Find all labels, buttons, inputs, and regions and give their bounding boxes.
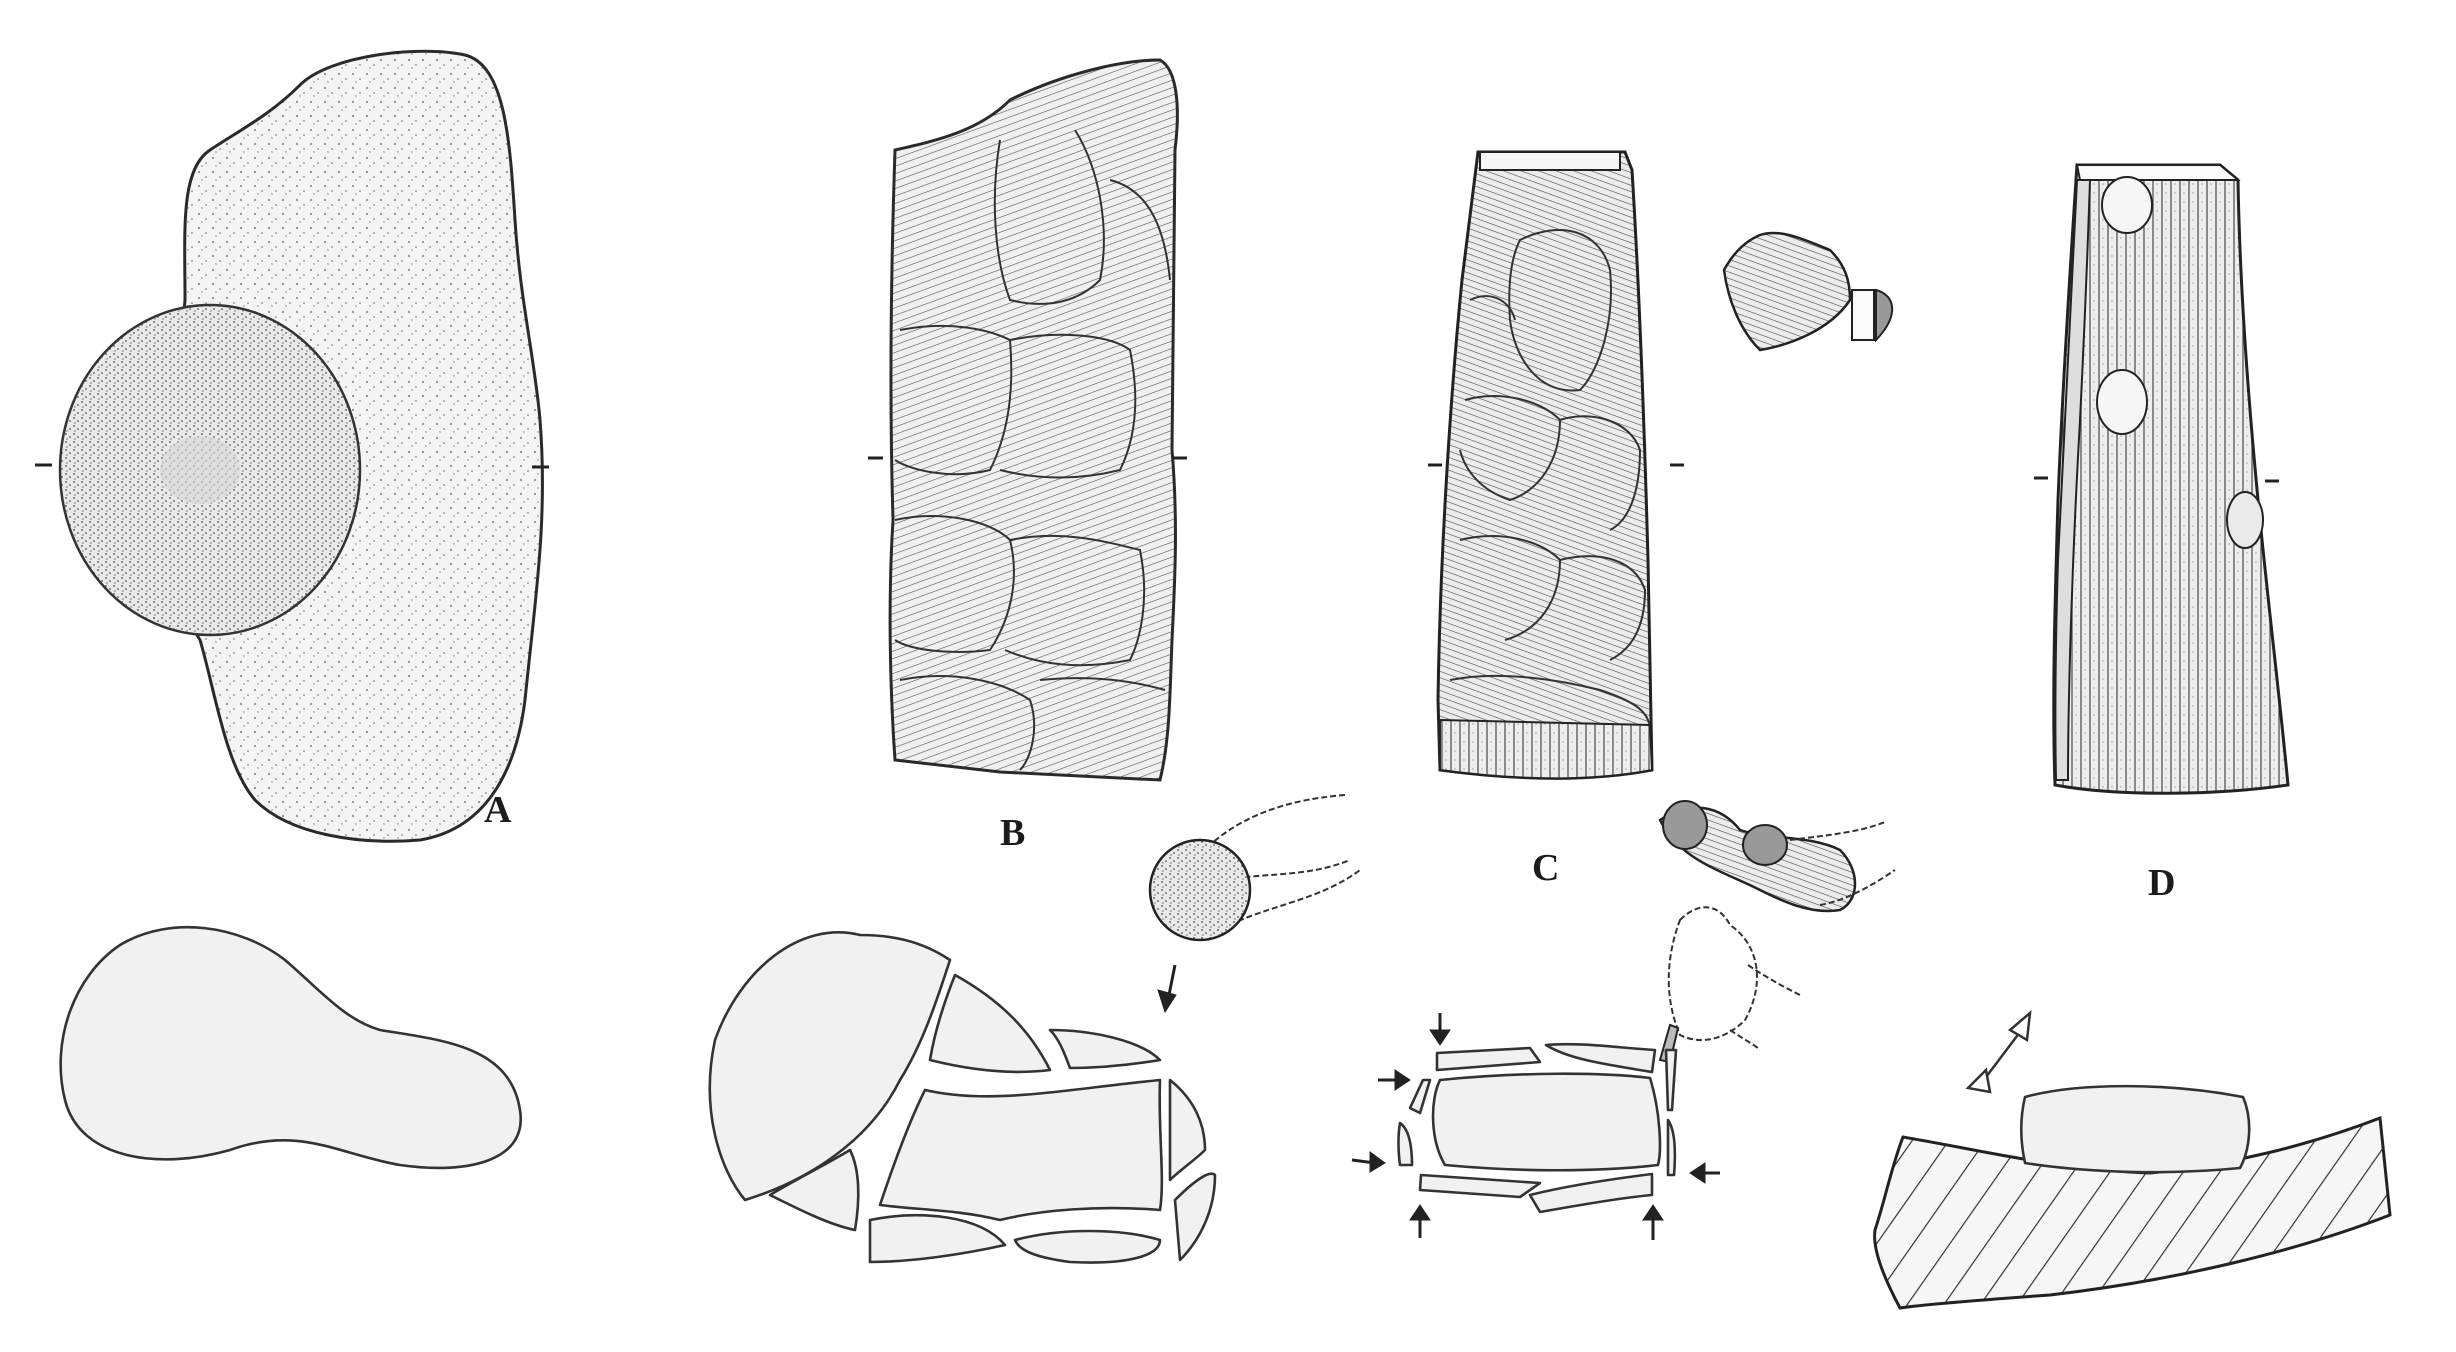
panel-label-d: D (2148, 862, 2175, 904)
fracture-diagram-b (708, 931, 1217, 1264)
panel-label-b: B (1000, 812, 1025, 854)
hand-with-hammerstone (1148, 794, 1361, 942)
ground-blank-outline (2052, 163, 2290, 795)
panel-c: C (1351, 150, 1896, 1240)
flake-scars-c (1449, 229, 1651, 731)
hammerstone-icon (1148, 838, 1252, 942)
residual-scar-3 (2226, 491, 2264, 549)
panel-label-c: C (1532, 847, 1559, 889)
flaked-blank-outline (888, 58, 1179, 782)
pressure-flaked-blank-outline (1436, 150, 1654, 780)
residual-scar-2 (2096, 369, 2148, 435)
pressure-arrows (1351, 1013, 1720, 1240)
residual-scar-1 (2101, 176, 2153, 234)
bottom-retouch (1439, 718, 1654, 780)
ground-stone (2019, 1084, 2251, 1174)
grinding-diagram-d (1873, 1010, 2392, 1310)
pecking-center-mark (160, 436, 240, 504)
strike-arrow-b (1157, 964, 1177, 1014)
panel-label-a: A (484, 789, 512, 831)
flaked-edge (2054, 179, 2092, 781)
panel-d: D (1873, 163, 2392, 1310)
double-headed-arrow-icon (1965, 1010, 2032, 1094)
hand-with-antler-tool (1658, 800, 1896, 1064)
panel-b: B (708, 58, 1361, 1264)
side-view-c (1722, 231, 1894, 352)
flake-scars-b (894, 129, 1171, 771)
panel-a: A (35, 49, 549, 1170)
pressure-diagram-c (1351, 1013, 1720, 1240)
platform-facet (1479, 151, 1621, 171)
top-facet (2075, 164, 2241, 181)
cross-section-a (59, 925, 523, 1170)
